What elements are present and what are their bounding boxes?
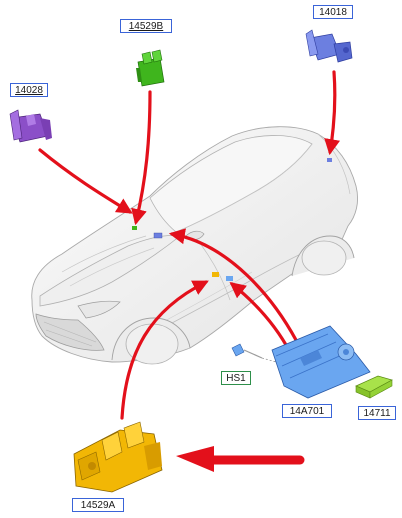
control-panel-icon (271, 325, 371, 399)
large-arrow-14529A (176, 446, 305, 472)
switch-module-icon (9, 109, 52, 143)
callout-14028: 14028 (10, 83, 48, 97)
arrow-14A701-to-vent (168, 228, 298, 342)
arrow-14A701-to-switch (229, 282, 292, 354)
switch-module-icon (73, 421, 163, 493)
switch-module-icon (305, 29, 353, 63)
callout-14711: 14711 (358, 406, 396, 420)
pointer-arrows (38, 70, 340, 420)
switch-module-icon (136, 49, 165, 87)
switch-module-icon (355, 375, 393, 399)
arrow-14529A-up (120, 280, 209, 420)
arrow-14529B (131, 90, 152, 226)
callout-HS1: HS1 (221, 371, 251, 385)
screw-icon (231, 343, 277, 363)
callout-14529B: 14529B (120, 19, 172, 33)
callout-14018: 14018 (313, 5, 353, 19)
installed-location-markers (132, 158, 332, 281)
arrow-14028 (38, 148, 133, 214)
car-body (31, 126, 359, 365)
callout-14529A: 14529A (72, 498, 124, 512)
arrow-14018 (324, 70, 340, 156)
callout-14A701: 14A701 (282, 404, 332, 418)
